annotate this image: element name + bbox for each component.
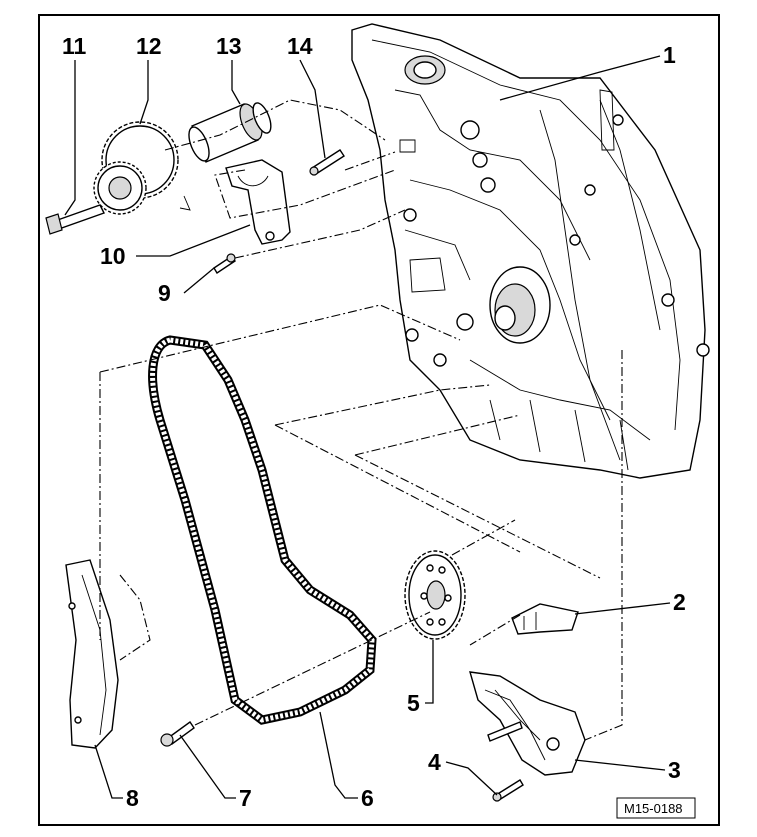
callout-11: 11 — [62, 33, 87, 59]
part-3-tensioner-housing — [469, 671, 586, 776]
callout-1: 1 — [663, 42, 676, 68]
callout-14: 14 — [287, 33, 313, 59]
callout-12: 12 — [136, 33, 162, 59]
part-10-bracket — [225, 159, 291, 245]
assembly-lines — [99, 99, 623, 741]
leader-lines — [64, 55, 671, 799]
reference-code: M15-0188 — [624, 801, 683, 816]
part-2-chain-tensioner — [511, 603, 579, 635]
part-9-bolt — [213, 253, 236, 274]
part-7-bolt — [160, 721, 195, 747]
part-13-cylinder — [188, 102, 272, 163]
reference-code-box: M15-0188 — [616, 797, 696, 819]
part-8-guide-rail — [65, 559, 119, 749]
part-14-pin — [309, 149, 345, 176]
callout-5: 5 — [407, 690, 420, 716]
engine-block — [351, 23, 710, 479]
callout-2: 2 — [673, 589, 686, 615]
callout-4: 4 — [428, 749, 441, 775]
callout-9: 9 — [158, 280, 171, 306]
callout-13: 13 — [216, 33, 242, 59]
callouts: 1 2 3 4 5 6 7 8 9 10 11 12 13 14 — [62, 33, 686, 811]
crankshaft-sprocket — [404, 550, 466, 640]
part-4-bolt — [492, 779, 524, 802]
callout-7: 7 — [239, 785, 252, 811]
callout-10: 10 — [100, 243, 126, 269]
callout-6: 6 — [361, 785, 374, 811]
callout-3: 3 — [668, 757, 681, 783]
callout-8: 8 — [126, 785, 139, 811]
camshaft-sprocket-assembly — [45, 121, 191, 235]
timing-chain — [148, 335, 377, 725]
